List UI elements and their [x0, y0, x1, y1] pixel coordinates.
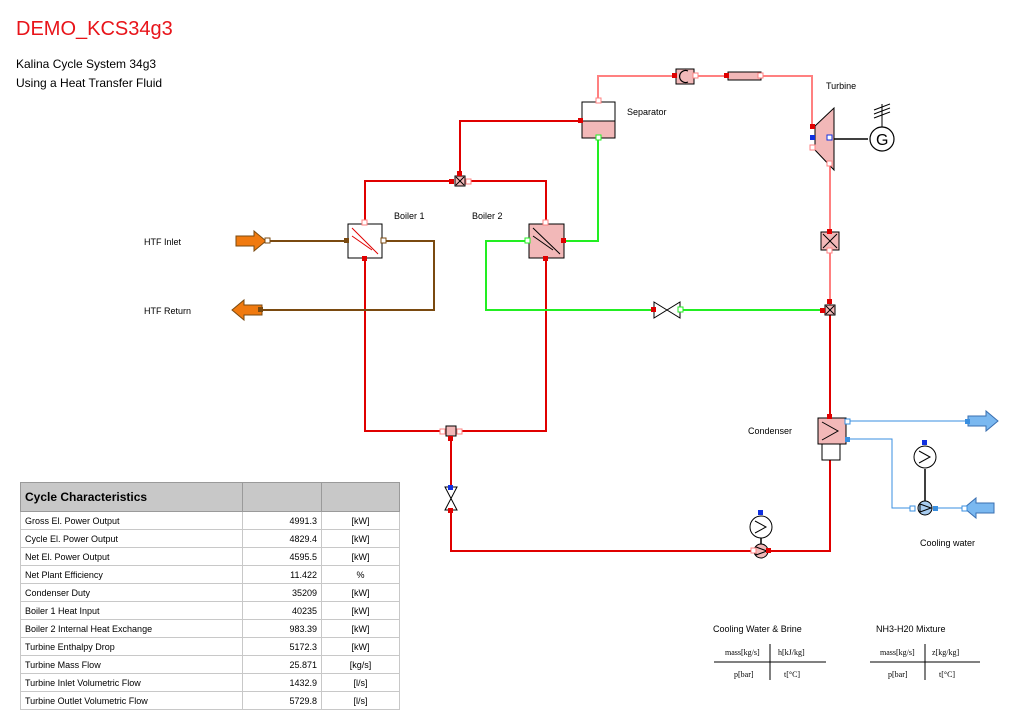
row-name: Turbine Outlet Volumetric Flow [20, 691, 243, 710]
boiler-1[interactable] [344, 219, 387, 261]
throttle-valve[interactable] [820, 229, 840, 254]
svg-text:G: G [876, 132, 888, 149]
table-title: Cycle Characteristics [20, 482, 243, 512]
pipe-condenser-to-pump [768, 460, 831, 552]
splitter-bottom[interactable] [439, 425, 463, 441]
cooling-water-out-arrow-icon[interactable] [965, 409, 999, 433]
cycle-characteristics-table: Cycle Characteristics Gross El. Power Ou… [20, 482, 400, 710]
label-separator: Separator [627, 107, 667, 117]
separator[interactable] [578, 97, 616, 141]
page-title: DEMO_KCS34g3 [16, 18, 173, 40]
control-valve[interactable] [672, 68, 699, 85]
mixer-right[interactable] [820, 299, 836, 316]
feed-pump[interactable] [749, 510, 773, 559]
label-condenser: Condenser [748, 426, 793, 436]
feed-valve[interactable] [444, 485, 458, 513]
mixer-top[interactable] [449, 171, 472, 187]
pipe-boiler2-to-mixer [466, 180, 547, 224]
cooling-pump[interactable] [909, 440, 938, 516]
legend-cw-tr: h[kJ/kg] [778, 648, 805, 657]
label-htf-return: HTF Return [144, 306, 192, 316]
pipe-splitter-to-boiler1 [364, 258, 444, 432]
cooling-water-in-arrow-icon[interactable] [961, 496, 995, 520]
label-boiler-2: Boiler 2 [472, 211, 503, 221]
legend-nh3-title: NH3-H20 Mixture [876, 624, 946, 634]
label-boiler-1: Boiler 1 [394, 211, 425, 221]
legend-nh3-tl: mass[kg/s] [880, 648, 915, 657]
label-turbine: Turbine [826, 81, 857, 91]
turbine[interactable] [809, 106, 835, 172]
condenser[interactable] [817, 414, 851, 461]
pipe-htf-loop [262, 240, 435, 311]
htf-inlet-arrow-icon[interactable] [235, 229, 271, 253]
legend-cw-bl: p[bar] [734, 670, 754, 679]
subtitle-line-2: Using a Heat Transfer Fluid [16, 76, 163, 90]
boiler-2[interactable] [524, 219, 566, 261]
legend-cw-br: t[°C] [784, 670, 801, 679]
legend-cw-tl: mass[kg/s] [725, 648, 760, 657]
legend-cw-title: Cooling Water & Brine [713, 624, 802, 634]
label-htf-inlet: HTF Inlet [144, 237, 182, 247]
pipe-boiler1-to-mixer [364, 180, 454, 224]
label-cooling-water: Cooling water [920, 538, 976, 548]
pipe-separator-to-turbine [597, 75, 677, 100]
legend-nh3-bl: p[bar] [888, 670, 908, 679]
row-unit: [kW] [321, 637, 400, 656]
pipe-mixer-to-separator [459, 120, 582, 176]
legend-nh3-tr: z[kg/kg] [932, 648, 960, 657]
pipe-splitter-to-boiler2 [457, 258, 547, 432]
pipe-segment[interactable] [724, 71, 764, 81]
htf-return-arrow-icon[interactable] [231, 298, 263, 322]
row-value: 5729.8 [242, 691, 322, 710]
pipe-pump-to-valve [450, 510, 752, 552]
row-unit: [l/s] [321, 691, 400, 710]
throttle-valve-green[interactable] [651, 301, 684, 319]
legend-nh3-br: t[°C] [939, 670, 956, 679]
pipe-to-turbine-inlet [762, 75, 813, 127]
subtitle-line-1: Kalina Cycle System 34g3 [16, 57, 157, 71]
pipe-boiler2-to-throttle [485, 240, 654, 311]
pipe-cooling-in [848, 438, 912, 509]
generator-icon[interactable]: G [869, 103, 895, 152]
pipe-separator-liquid [564, 138, 599, 242]
